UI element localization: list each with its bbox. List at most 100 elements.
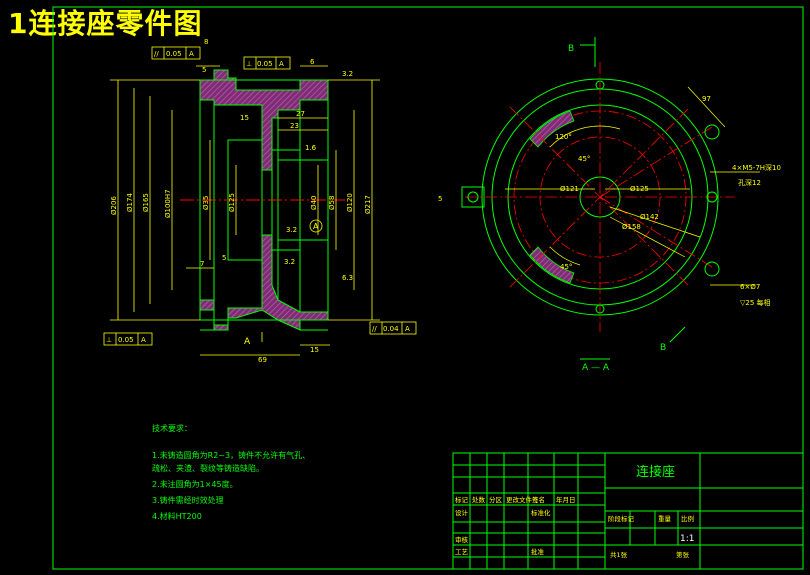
diameter-dimension-lines <box>110 65 380 356</box>
dim-len-6: 6 <box>310 58 315 66</box>
dim-len-69: 69 <box>258 356 267 364</box>
datum-letter: A <box>313 222 319 231</box>
dim-d40: Ø40 <box>310 196 318 210</box>
tol3-datum: A <box>141 336 146 344</box>
tolerance-frame-2: ⊥ 0.05 A <box>243 56 291 70</box>
plan-dim-d125: Ø125 <box>630 185 649 193</box>
roughness-3: 1.6 <box>305 144 317 152</box>
approve-label: 批准 <box>531 547 545 556</box>
dim-d120: Ø120 <box>346 193 354 212</box>
sheet-number: 第张 <box>676 550 690 559</box>
roughness-2: 3.2 <box>284 258 295 266</box>
tol1-symbol: // <box>154 50 159 58</box>
tol1-datum: A <box>189 50 194 58</box>
plan-depth: 孔深12 <box>738 178 761 187</box>
tolerance-frame-3: ⊥ 0.05 A <box>103 332 153 346</box>
stage-header: 阶段标记 重量 比例 共1张 第张 <box>608 514 694 559</box>
tech-item-4: 3.铸件需经时效处理 <box>152 495 224 505</box>
sheet-total: 共1张 <box>610 550 628 559</box>
plan-dim-97: 97 <box>702 95 711 103</box>
dim-d174: Ø174 <box>126 193 134 212</box>
plan-dim-d142: Ø142 <box>640 213 659 221</box>
section-view: Ø206 Ø174 Ø165 Ø100H7 Ø35 Ø125 Ø40 Ø58 Ø… <box>103 38 417 364</box>
dim-len-27: 27 <box>296 110 305 118</box>
dim-len-7: 7 <box>200 260 204 268</box>
title-block: 连接座 标记 处数 分区 更改文件号 签名 年月日 设计 标准化 审核 工艺 批… <box>452 452 804 570</box>
view-marker-b-bottom: B <box>660 343 666 353</box>
dim-d58: Ø58 <box>328 196 336 210</box>
section-hatch-bottom <box>199 234 329 331</box>
drawing-title: 1连接座零件图 <box>8 7 203 40</box>
section-marker: A <box>244 337 251 347</box>
standard-label: 标准化 <box>531 508 551 517</box>
plan-holes: 6×Ø7 <box>740 283 760 291</box>
tol2-datum: A <box>279 60 284 68</box>
section-hatch-top <box>199 69 329 171</box>
plan-counterbore: ▽25 每相 <box>740 298 771 307</box>
dim-len-8: 8 <box>204 38 208 46</box>
tol4-value: 0.04 <box>383 325 399 333</box>
tol2-value: 0.05 <box>257 60 273 68</box>
datum-circle <box>309 219 323 233</box>
tech-item-3: 2.未注圆角为1×45度。 <box>152 479 238 489</box>
tol2-symbol: ⊥ <box>246 60 252 68</box>
stage-scale: 比例 <box>681 514 694 523</box>
dim-len-5b: 5 <box>222 254 226 262</box>
dim-len-15a: 15 <box>240 114 249 122</box>
scale-value: 1:1 <box>680 534 694 544</box>
dim-len-23: 23 <box>290 122 299 130</box>
plan-dim-d121: Ø121 <box>560 185 579 193</box>
rev-docno: 更改文件号 <box>506 495 539 504</box>
tech-item-5: 4.材料HT200 <box>152 511 202 521</box>
view-marker-b-top: B <box>568 44 574 54</box>
plan-dim-d158: Ø158 <box>622 223 641 231</box>
roughness-labels: 3.2 3.2 1.6 6.3 <box>284 144 353 282</box>
stage-mark: 阶段标记 <box>608 514 635 523</box>
rev-sign: 签名 <box>532 495 545 504</box>
rev-date: 年月日 <box>556 495 576 504</box>
dim-d35: Ø35 <box>202 196 210 210</box>
dim-len-32a: 3.2 <box>342 70 353 78</box>
drawing-border <box>52 6 804 570</box>
diameter-labels: Ø206 Ø174 Ø165 Ø100H7 Ø35 Ø125 Ø40 Ø58 Ø… <box>110 189 372 218</box>
tol4-datum: A <box>405 325 410 333</box>
plan-centerlines <box>465 62 735 332</box>
dim-d100h7: Ø100H7 <box>164 189 172 218</box>
part-name: 连接座 <box>636 464 675 480</box>
dim-len-5: 5 <box>202 66 206 74</box>
tech-heading: 技术要求： <box>152 423 192 433</box>
dim-len-15b: 15 <box>310 346 319 354</box>
plan-section-label: A — A <box>582 363 610 373</box>
roughness-4: 6.3 <box>342 274 353 282</box>
plan-dim-5: 5 <box>438 195 442 203</box>
dim-d206: Ø206 <box>110 196 118 215</box>
tol3-symbol: ⊥ <box>106 336 112 344</box>
process-label: 工艺 <box>455 548 469 556</box>
tolerance-frame-4: // 0.04 A <box>369 321 417 335</box>
plan-annotations: 120° 45° 45° Ø121 Ø125 Ø142 Ø158 97 4×M5… <box>438 95 781 307</box>
tech-item-1: 1.未铸造圆角为R2~3，铸件不允许有气孔、 <box>152 450 310 460</box>
plan-section-arrows <box>580 37 686 360</box>
stage-weight: 重量 <box>658 515 672 523</box>
plan-view-markers: B B A — A <box>568 44 666 373</box>
length-labels: 8 5 6 3.2 27 23 15 7 69 15 5 <box>200 38 353 364</box>
dim-d217: Ø217 <box>364 195 372 214</box>
plan-angle-120: 120° <box>555 133 572 141</box>
tech-item-2: 疏松、夹渣、裂纹等铸造缺陷。 <box>152 463 264 473</box>
design-label: 设计 <box>455 508 469 517</box>
plan-lugs <box>461 80 720 314</box>
dim-d125: Ø125 <box>228 193 236 212</box>
tech-requirements: 技术要求： 1.未铸造圆角为R2~3，铸件不允许有气孔、 疏松、夹渣、裂纹等铸造… <box>152 423 310 521</box>
tolerance-frame-1: // 0.05 A <box>151 46 201 60</box>
plan-angle-45a: 45° <box>578 155 590 163</box>
tol3-value: 0.05 <box>118 336 134 344</box>
rev-mark: 标记 <box>455 495 469 504</box>
plan-thread: 4×M5-7H深10 <box>732 163 781 172</box>
review-label: 审核 <box>455 535 469 544</box>
plan-slot-top <box>529 110 575 148</box>
plan-dim-lines <box>505 86 760 286</box>
rev-zone: 分区 <box>489 495 503 504</box>
dim-d165: Ø165 <box>142 193 150 212</box>
roughness-1: 3.2 <box>286 226 297 234</box>
